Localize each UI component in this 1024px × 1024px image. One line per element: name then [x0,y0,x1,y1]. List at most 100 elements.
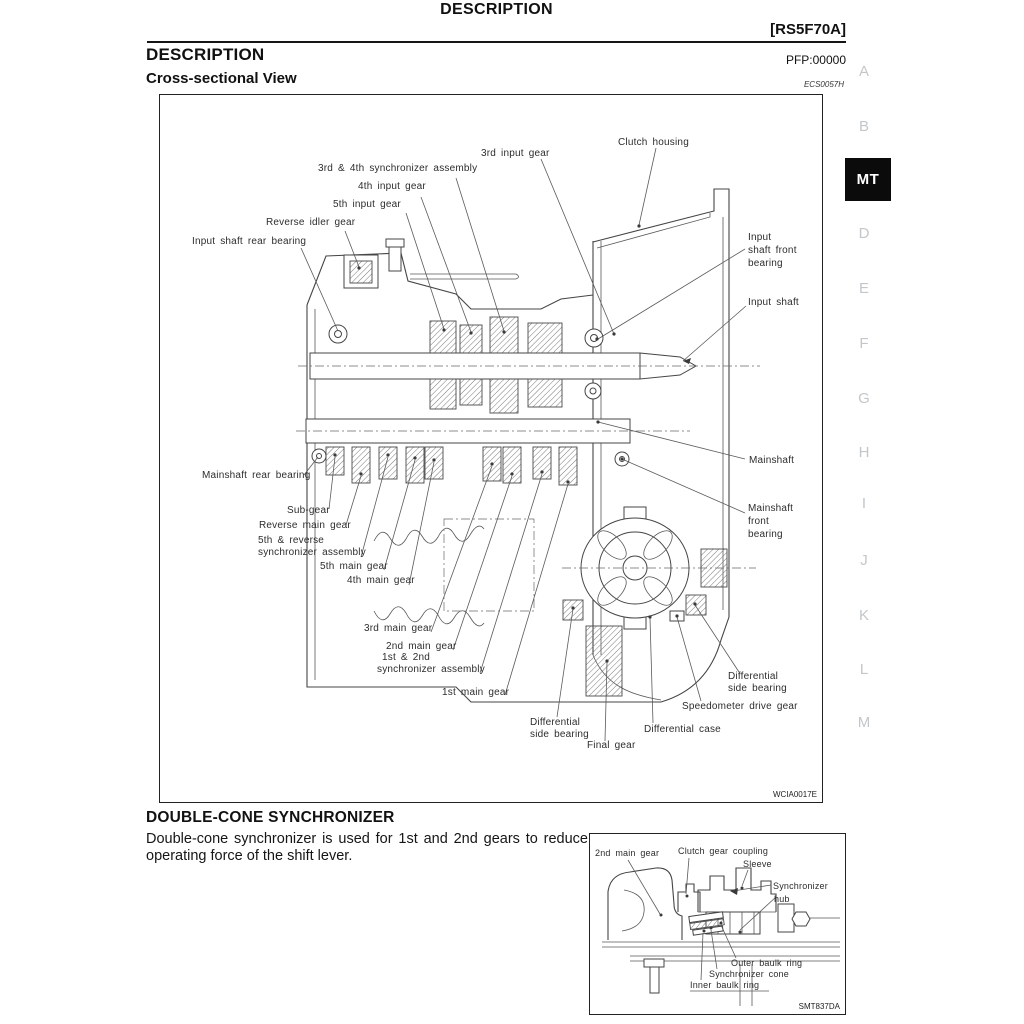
model-code: [RS5F70A] [770,21,846,38]
svg-text:2nd main gear: 2nd main gear [386,641,457,652]
callout-synchronizer-cone: Synchronizer cone [709,926,789,979]
margin-letter-f: F [859,335,869,352]
svg-text:Mainshaft: Mainshaft [749,455,794,466]
margin-letter-a: A [858,63,869,80]
margin-letter-e: E [858,280,869,297]
section-heading: DESCRIPTION [146,45,265,64]
callout-inset-2nd-main-gear: 2nd main gear [595,848,663,917]
main-figure-ref-code: WCIA0017E [772,790,817,799]
svg-text:side bearing: side bearing [530,729,589,740]
reverse-idler-gear-part [343,254,379,289]
callout-differential-side-bearing-left: Differential side bearing [530,606,589,740]
callout-input-shaft-rear-bearing: Input shaft rear bearing [192,236,339,332]
svg-text:4th main gear: 4th main gear [347,575,415,586]
callout-speedometer-drive-gear: Speedometer drive gear [675,614,798,712]
callout-2nd-main-gear: 2nd main gear [386,472,514,652]
svg-text:2nd main gear: 2nd main gear [595,848,659,858]
svg-text:1st & 2nd: 1st & 2nd [382,652,430,663]
callout-sleeve: Sleeve [740,859,772,890]
page-title: DESCRIPTION [440,1,553,18]
margin-letter-h: H [858,444,870,461]
svg-text:3rd & 4th synchronizer assembl: 3rd & 4th synchronizer assembly [318,163,477,174]
margin-letter-l: L [859,661,869,678]
svg-text:Synchronizer cone: Synchronizer cone [709,969,789,979]
callout-3rd-input-gear: 3rd input gear [481,148,616,336]
callout-input-shaft: Input shaft [682,297,799,364]
callout-5th-reverse-synchronizer-assembly: 5th & reverse synchronizer assembly [258,453,390,558]
callout-sub-gear: Sub-gear [287,453,337,516]
callout-5th-input-gear: 5th input gear [333,199,446,332]
callout-1st-2nd-synchronizer-assembly: 1st & 2nd synchronizer assembly [377,470,544,675]
svg-text:Differential: Differential [530,717,580,728]
margin-letter-m: M [857,714,871,731]
margin-letter-d: D [858,225,870,242]
svg-text:synchronizer assembly: synchronizer assembly [258,547,366,558]
misc-parts [643,903,840,994]
callout-mainshaft: Mainshaft [596,420,794,466]
svg-text:Synchronizer: Synchronizer [773,881,828,891]
svg-text:hub: hub [774,894,790,904]
svg-text:synchronizer assembly: synchronizer assembly [377,664,485,675]
margin-letter-g: G [858,390,870,407]
svg-text:Inner baulk ring: Inner baulk ring [690,980,759,990]
callout-4th-input-gear: 4th input gear [358,181,473,335]
cross-sectional-view-figure: Clutch housing 3rd input gear 3rd & 4th … [159,94,823,803]
svg-text:Sub-gear: Sub-gear [287,505,330,516]
synchronizer-detail-drawing: 2nd main gear Clutch gear coupling Sleev… [595,846,840,1006]
callout-mainshaft-rear-bearing: Mainshaft rear bearing [202,456,319,481]
synchronizer-section-heading: DOUBLE-CONE SYNCHRONIZER [146,809,395,826]
svg-text:Clutch housing: Clutch housing [618,137,689,148]
svg-text:Mainshaft: Mainshaft [748,503,793,514]
callout-clutch-housing: Clutch housing [618,137,689,228]
callout-input-shaft-front-bearing: Input shaft front bearing [595,232,796,341]
margin-tab-mt: MT [845,158,891,201]
svg-text:4th input gear: 4th input gear [358,181,426,192]
svg-text:Final gear: Final gear [587,740,636,751]
synchronizer-section-body: Double-cone synchronizer is used for 1st… [146,831,588,864]
callout-differential-case: Differential case [644,615,721,735]
callout-outer-baulk-ring: Outer baulk ring [719,921,802,968]
svg-text:Sleeve: Sleeve [743,859,772,869]
callout-inner-baulk-ring: Inner baulk ring [690,929,769,992]
transmission-case-outline [306,188,730,703]
margin-letter-i: I [861,495,867,512]
svg-text:Input shaft: Input shaft [748,297,799,308]
differential-assembly [562,506,756,697]
clutch-gear-coupling-part [677,883,701,912]
second-main-gear-part [607,867,683,940]
svg-text:shaft front: shaft front [748,245,797,256]
figure-ref-code: ECS0057H [803,80,844,89]
callout-3rd-4th-synchronizer-assembly: 3rd & 4th synchronizer assembly [318,163,506,334]
callout-reverse-main-gear: Reverse main gear [259,472,363,531]
margin-letter-b: B [858,118,869,135]
inset-figure-ref-code: SMT837DA [798,1002,840,1011]
svg-text:1st main gear: 1st main gear [442,687,510,698]
svg-text:Differential case: Differential case [644,724,721,735]
baulk-ring-parts [688,911,725,936]
svg-text:side bearing: side bearing [728,683,787,694]
double-cone-synchronizer-figure: 2nd main gear Clutch gear coupling Sleev… [589,833,846,1015]
subsection-heading: Cross-sectional View [146,70,297,87]
svg-text:5th main gear: 5th main gear [320,561,388,572]
header-rule [147,41,846,43]
callout-clutch-gear-coupling: Clutch gear coupling [678,846,768,898]
svg-text:Reverse idler gear: Reverse idler gear [266,217,356,228]
axle-boot-bellows [373,518,535,627]
margin-letter-k: K [858,607,869,624]
pfp-code: PFP:00000 [785,53,846,67]
input-shaft-assembly [298,316,760,414]
svg-text:front: front [748,516,769,527]
svg-text:Mainshaft rear bearing: Mainshaft rear bearing [202,470,310,481]
svg-text:Clutch gear coupling: Clutch gear coupling [678,846,768,856]
svg-text:3rd input gear: 3rd input gear [481,148,550,159]
callout-4th-main-gear: 4th main gear [347,458,436,586]
svg-text:Reverse main gear: Reverse main gear [259,520,351,531]
svg-text:bearing: bearing [748,258,783,269]
callout-synchronizer-hub: Synchronizer hub [730,881,828,934]
svg-text:5th input gear: 5th input gear [333,199,401,210]
svg-text:Input shaft rear bearing: Input shaft rear bearing [192,236,306,247]
transaxle-cross-section-drawing: Clutch housing 3rd input gear 3rd & 4th … [192,137,799,751]
mainshaft-assembly [296,418,690,486]
svg-text:Differential: Differential [728,671,778,682]
svg-text:Speedometer drive gear: Speedometer drive gear [682,701,798,712]
